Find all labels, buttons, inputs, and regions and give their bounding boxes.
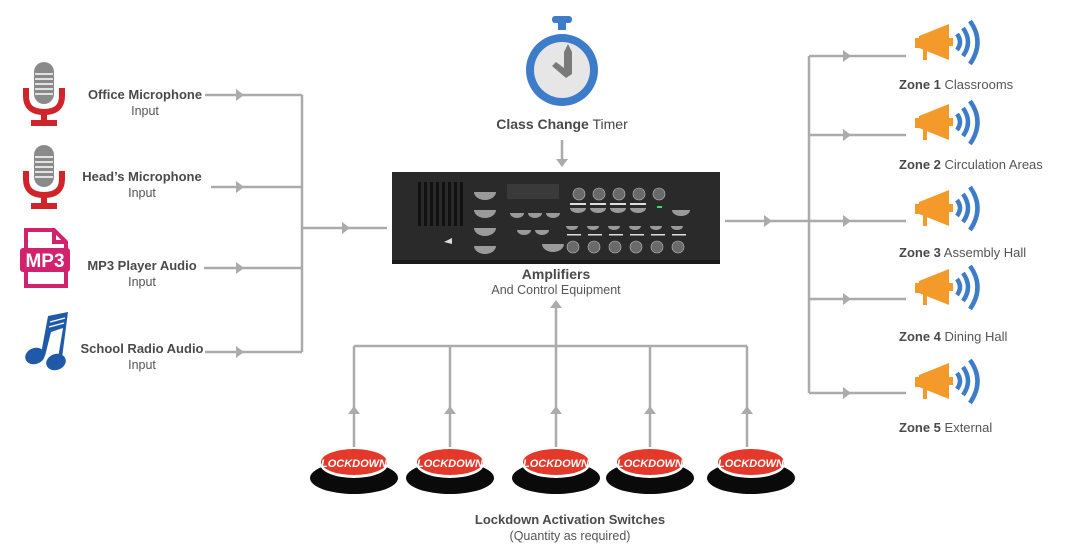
timer-label-rest: Timer: [588, 116, 628, 132]
zone-area: Dining Hall: [940, 329, 1008, 344]
timer-label-bold: Class Change: [496, 116, 589, 132]
megaphone-icon: [915, 264, 980, 311]
zone-label-3: Zone 3 Assembly Hall: [899, 245, 1026, 260]
input-type: Input: [131, 104, 159, 118]
arrow-right-icon: [236, 346, 244, 358]
lockdown-button-text: LOCKDOWN: [417, 458, 484, 470]
input-name: Office Microphone: [87, 87, 203, 102]
megaphone-icon: [915, 19, 980, 66]
arrow-up-icon: [644, 406, 656, 414]
megaphone-icon: [915, 99, 980, 146]
stopwatch-icon: [526, 16, 598, 106]
arrow-right-icon: [843, 129, 851, 141]
zone-label-1: Zone 1 Classrooms: [899, 77, 1013, 92]
zone-area: Circulation Areas: [940, 157, 1043, 172]
megaphone-icon: [915, 358, 980, 405]
zone-number: Zone 2: [899, 157, 941, 172]
lockdown-title: Lockdown Activation Switches: [474, 512, 666, 527]
input-name: School Radio Audio: [80, 341, 204, 356]
lockdown-button-text: LOCKDOWN: [718, 458, 785, 470]
megaphone-icon: [915, 185, 980, 232]
arrow-down-icon: [556, 159, 568, 167]
lockdown-button-2: LOCKDOWN: [406, 449, 494, 494]
zone-area: External: [940, 420, 993, 435]
timer-label: Class Change Timer: [462, 116, 662, 132]
arrow-right-icon: [236, 89, 244, 101]
lockdown-button-text: LOCKDOWN: [617, 458, 684, 470]
mp3-file-icon: MP3: [20, 228, 70, 288]
amplifier-title: Amplifiers: [521, 266, 591, 282]
lockdown-button-4: LOCKDOWN: [606, 449, 694, 494]
microphone-icon: [23, 62, 65, 126]
zone-number: Zone 3: [899, 245, 941, 260]
zone-number: Zone 1: [899, 77, 941, 92]
svg-text:MP3: MP3: [25, 251, 64, 272]
input-type: Input: [128, 358, 156, 372]
zone-label-2: Zone 2 Circulation Areas: [899, 157, 1043, 172]
zone-area: Classrooms: [940, 77, 1014, 92]
amplifier-label: Amplifiers And Control Equipment: [456, 266, 656, 298]
input-name: MP3 Player Audio: [87, 258, 197, 273]
input-label-school-radio: School Radio Audio Input: [67, 341, 217, 373]
arrow-right-icon: [764, 215, 772, 227]
lockdown-subtitle: (Quantity as required): [509, 529, 631, 543]
arrow-right-icon: [843, 50, 851, 62]
zone-number: Zone 5: [899, 420, 941, 435]
arrow-up-icon: [348, 406, 360, 414]
input-type: Input: [128, 275, 156, 289]
lockdown-button-1: LOCKDOWN: [310, 449, 398, 494]
input-type: Input: [128, 186, 156, 200]
lockdown-button-text: LOCKDOWN: [523, 458, 590, 470]
zone-number: Zone 4: [899, 329, 941, 344]
input-name: Head’s Microphone: [82, 169, 202, 184]
arrow-right-icon: [236, 262, 244, 274]
amplifier-icon: [392, 172, 720, 264]
zone-label-5: Zone 5 External: [899, 420, 992, 435]
lockdown-button-5: LOCKDOWN: [707, 449, 795, 494]
arrow-up-icon: [550, 406, 562, 414]
input-label-mp3-player: MP3 Player Audio Input: [67, 258, 217, 290]
zone-label-4: Zone 4 Dining Hall: [899, 329, 1007, 344]
lockdown-button-3: LOCKDOWN: [512, 449, 600, 494]
arrow-right-icon: [236, 181, 244, 193]
arrow-right-icon: [843, 293, 851, 305]
input-label-heads-microphone: Head’s Microphone Input: [67, 169, 217, 201]
microphone-icon: [23, 145, 65, 209]
arrow-right-icon: [342, 222, 350, 234]
arrow-up-icon: [444, 406, 456, 414]
amplifier-subtitle: And Control Equipment: [491, 283, 621, 297]
arrow-right-icon: [843, 387, 851, 399]
arrow-up-icon: [741, 406, 753, 414]
zone-area: Assembly Hall: [940, 245, 1027, 260]
input-label-office-microphone: Office Microphone Input: [70, 87, 220, 119]
music-note-icon: [25, 312, 68, 371]
lockdown-button-text: LOCKDOWN: [321, 458, 388, 470]
lockdown-label: Lockdown Activation Switches (Quantity a…: [420, 512, 720, 544]
arrow-right-icon: [843, 215, 851, 227]
arrow-up-icon: [550, 300, 562, 308]
